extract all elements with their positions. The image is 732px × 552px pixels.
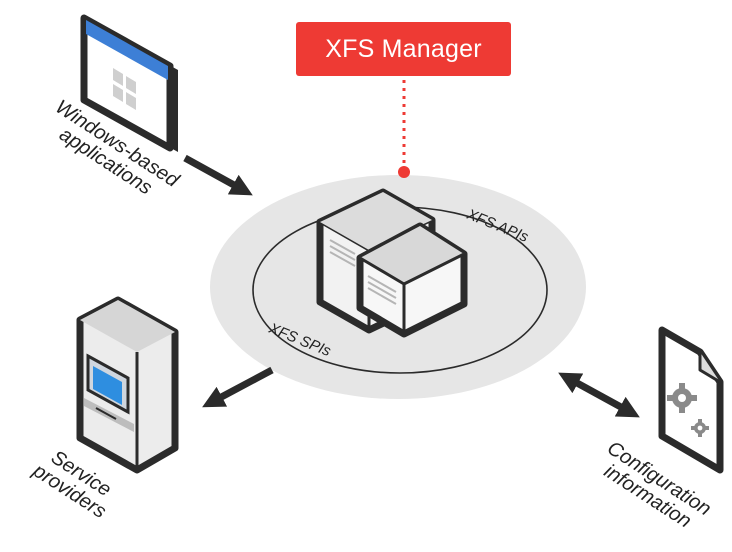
arrow-apps-to-manager — [183, 154, 253, 196]
xfs-manager-badge: XFS Manager — [296, 22, 511, 76]
config-document-icon — [658, 326, 724, 474]
diagram-canvas: XFS APIs XFS SPIs — [76, 14, 724, 474]
app-window-icon — [80, 14, 178, 152]
gear-icon — [667, 383, 709, 437]
server-icon — [316, 188, 468, 338]
atm-icon — [76, 296, 179, 474]
connector-dot — [398, 166, 410, 178]
arrow-manager-to-providers — [202, 366, 274, 408]
arrow-config-bidirectional — [558, 372, 640, 418]
